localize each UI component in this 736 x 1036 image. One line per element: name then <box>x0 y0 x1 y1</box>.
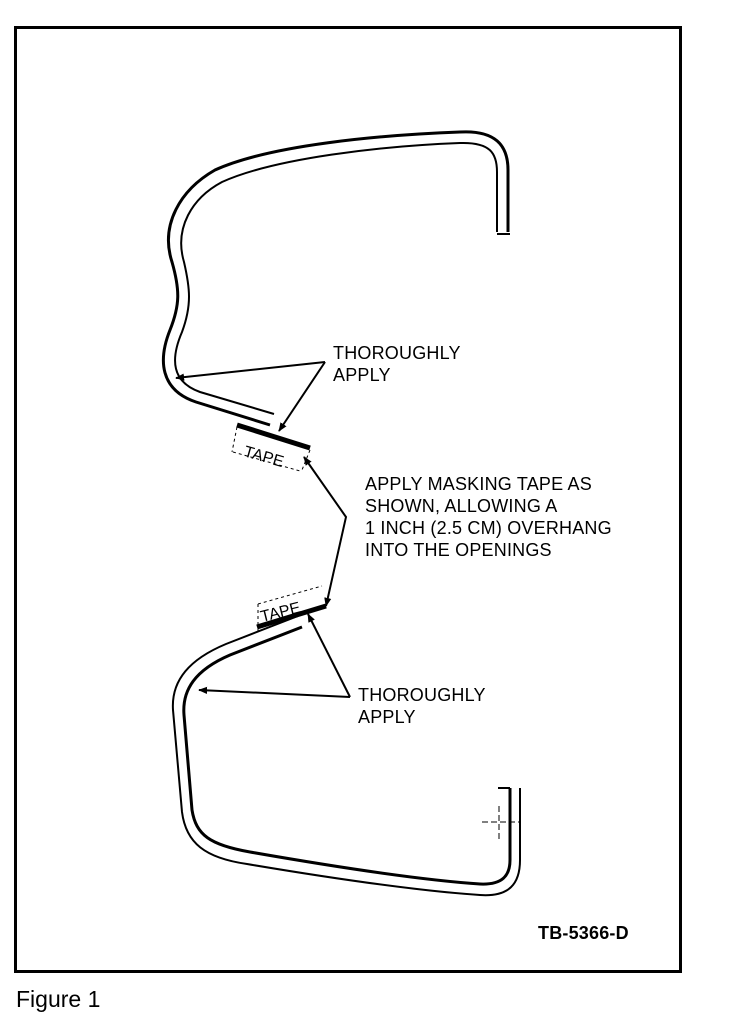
figure-caption: Figure 1 <box>16 986 101 1012</box>
leader-arrows <box>175 361 351 698</box>
upper-apply-label-line2: APPLY <box>333 365 391 385</box>
masking-note-line2: SHOWN, ALLOWING A <box>365 496 558 516</box>
upper-tape-bar <box>236 422 311 451</box>
upper-seal-inner-line <box>174 141 498 415</box>
masking-note-line4: INTO THE OPENINGS <box>365 540 552 560</box>
lower-seal-outer-line <box>182 625 512 886</box>
arrow-upper-to-tape <box>278 361 326 432</box>
lower-seal-channel <box>171 615 521 897</box>
upper-tape: TAPE <box>231 422 311 472</box>
arrow-note-double <box>303 456 348 607</box>
upper-seal-outer-line <box>161 130 510 427</box>
upper-tape-outline <box>231 426 311 472</box>
lower-tape: TAPE <box>256 585 327 632</box>
arrow-lower-to-corner <box>198 686 351 698</box>
lower-tape-bar <box>256 603 327 630</box>
arrow-upper-to-corner <box>175 361 326 381</box>
upper-tape-label: TAPE <box>242 444 286 472</box>
figure-frame <box>14 26 682 973</box>
arrow-lower-to-tape <box>307 613 351 698</box>
masking-note-line3: 1 INCH (2.5 CM) OVERHANG <box>365 518 612 538</box>
masking-note-line1: APPLY MASKING TAPE AS <box>365 474 592 494</box>
lower-apply-label-line2: APPLY <box>358 707 416 727</box>
figure-id-code: TB-5366-D <box>538 923 629 943</box>
lower-seal-centerline <box>482 806 520 840</box>
upper-seal-channel <box>161 130 510 427</box>
upper-apply-label-line1: THOROUGHLY <box>333 343 461 363</box>
lower-apply-label-line1: THOROUGHLY <box>358 685 486 705</box>
lower-seal-inner-line <box>171 615 521 897</box>
